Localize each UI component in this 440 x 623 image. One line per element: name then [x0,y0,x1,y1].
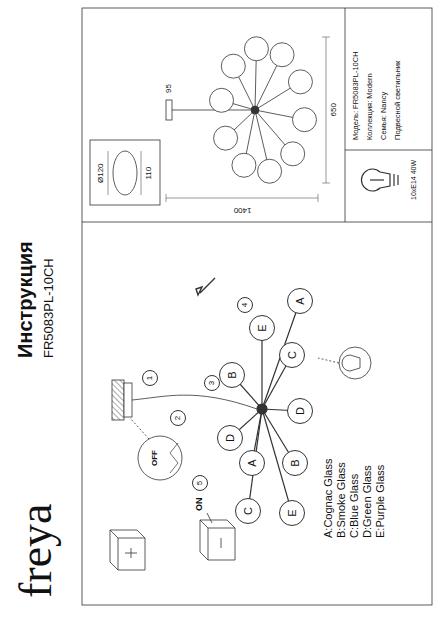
switch-box [200,520,235,560]
glass-letter: A [247,459,258,466]
hub [251,106,259,114]
switch-box [110,530,145,570]
glass-globe: B [219,362,245,388]
switch-state: ON [194,498,204,512]
screwdriver [196,278,215,295]
glass-globe: A [239,450,265,476]
legend-line: C:Blue Glass [348,474,361,538]
glass-globe [281,142,305,166]
dimension: Ø120 [96,163,105,183]
callout-number: 5 [196,481,204,485]
detail-circle [339,347,371,379]
lamp-spec: 10xE14 40W [410,160,418,200]
title: Инструкция [14,241,37,358]
canopy-outline [113,151,137,195]
bulb-icon [361,169,398,191]
glass-globe: D [287,398,313,424]
dimension-line [166,198,318,199]
glass-letter: C [243,507,254,515]
dimension: 95 [164,84,173,93]
spec-line: Подвесной светильник [394,61,403,140]
glass-globe [292,108,316,132]
glass-letter: D [225,434,236,442]
glass-globe: E [279,500,305,526]
switch-state: OFF [150,450,159,466]
dimension-tick [322,183,330,184]
hub [257,404,267,414]
dimension-tick [318,194,319,202]
legend-line: D:Green Glass [361,465,374,538]
divider [345,150,432,151]
callout-number: 2 [170,410,186,426]
glass-letter: B [290,459,301,466]
glass-globe [221,54,245,78]
rod [172,110,252,111]
dimension: 650 [329,103,338,116]
canopy [166,100,172,120]
sheet-frame [82,8,432,605]
glass-globe: B [282,450,308,476]
divider [82,222,432,223]
callout-number: 3 [204,375,220,391]
leader-line [318,358,339,363]
suspension-cord [132,395,257,409]
glass-globe [244,37,268,61]
dimension: 110 [144,167,153,180]
model-number: FR5083PL-10CH [42,258,57,358]
bulb-detail [342,355,360,371]
glass-letter: B [227,371,238,378]
dimension-line [326,37,327,183]
callout-number: 4 [237,297,253,313]
glass-globe [270,43,294,67]
dimension-tick [166,194,167,202]
callout-number: 3 [208,381,216,385]
legend-line: E:Purple Glass [374,465,387,538]
glass-globe: D [217,425,243,451]
glass-globe: E [249,315,275,341]
dimension-line [108,151,109,195]
glass-letter: E [287,509,298,516]
switch-detail [170,443,178,473]
detail-circle [138,436,182,480]
glass-globe [214,126,238,150]
callout-number: 5 [192,475,208,491]
dimension: 1400 [233,206,251,215]
dimension-tick [322,37,330,38]
spec-line: Коллекция: Modern [366,73,375,140]
leader-line [207,513,212,523]
callout-number: 4 [241,303,249,307]
callout-number: 1 [142,370,158,386]
ceiling [112,380,124,420]
canopy-view-box [90,140,160,205]
legend-line: B:Smoke Glass [335,462,348,538]
glass-letter: E [257,324,268,331]
leader-line [130,418,149,439]
legend-line: A:Cognac Glass [322,459,335,538]
glass-globe [258,159,282,183]
dimension-line [141,151,142,195]
glass-letter: A [295,297,306,304]
brand-logo: freya [10,504,63,598]
glass-globe [210,88,234,112]
divider [345,8,346,222]
glass-letter: D [295,407,306,415]
spec-line: Модель: FR5083PL-10CH [352,51,361,140]
glass-globe: A [287,288,313,314]
canopy [124,383,132,417]
glass-globe: C [279,342,305,368]
glass-globe [288,70,312,94]
glass-globe [232,153,256,177]
callout-number: 2 [174,416,182,420]
glass-globe: C [235,498,261,524]
glass-letter: C [287,351,298,359]
spec-line: Семья: Nancy [380,92,389,140]
callout-number: 1 [146,376,154,380]
